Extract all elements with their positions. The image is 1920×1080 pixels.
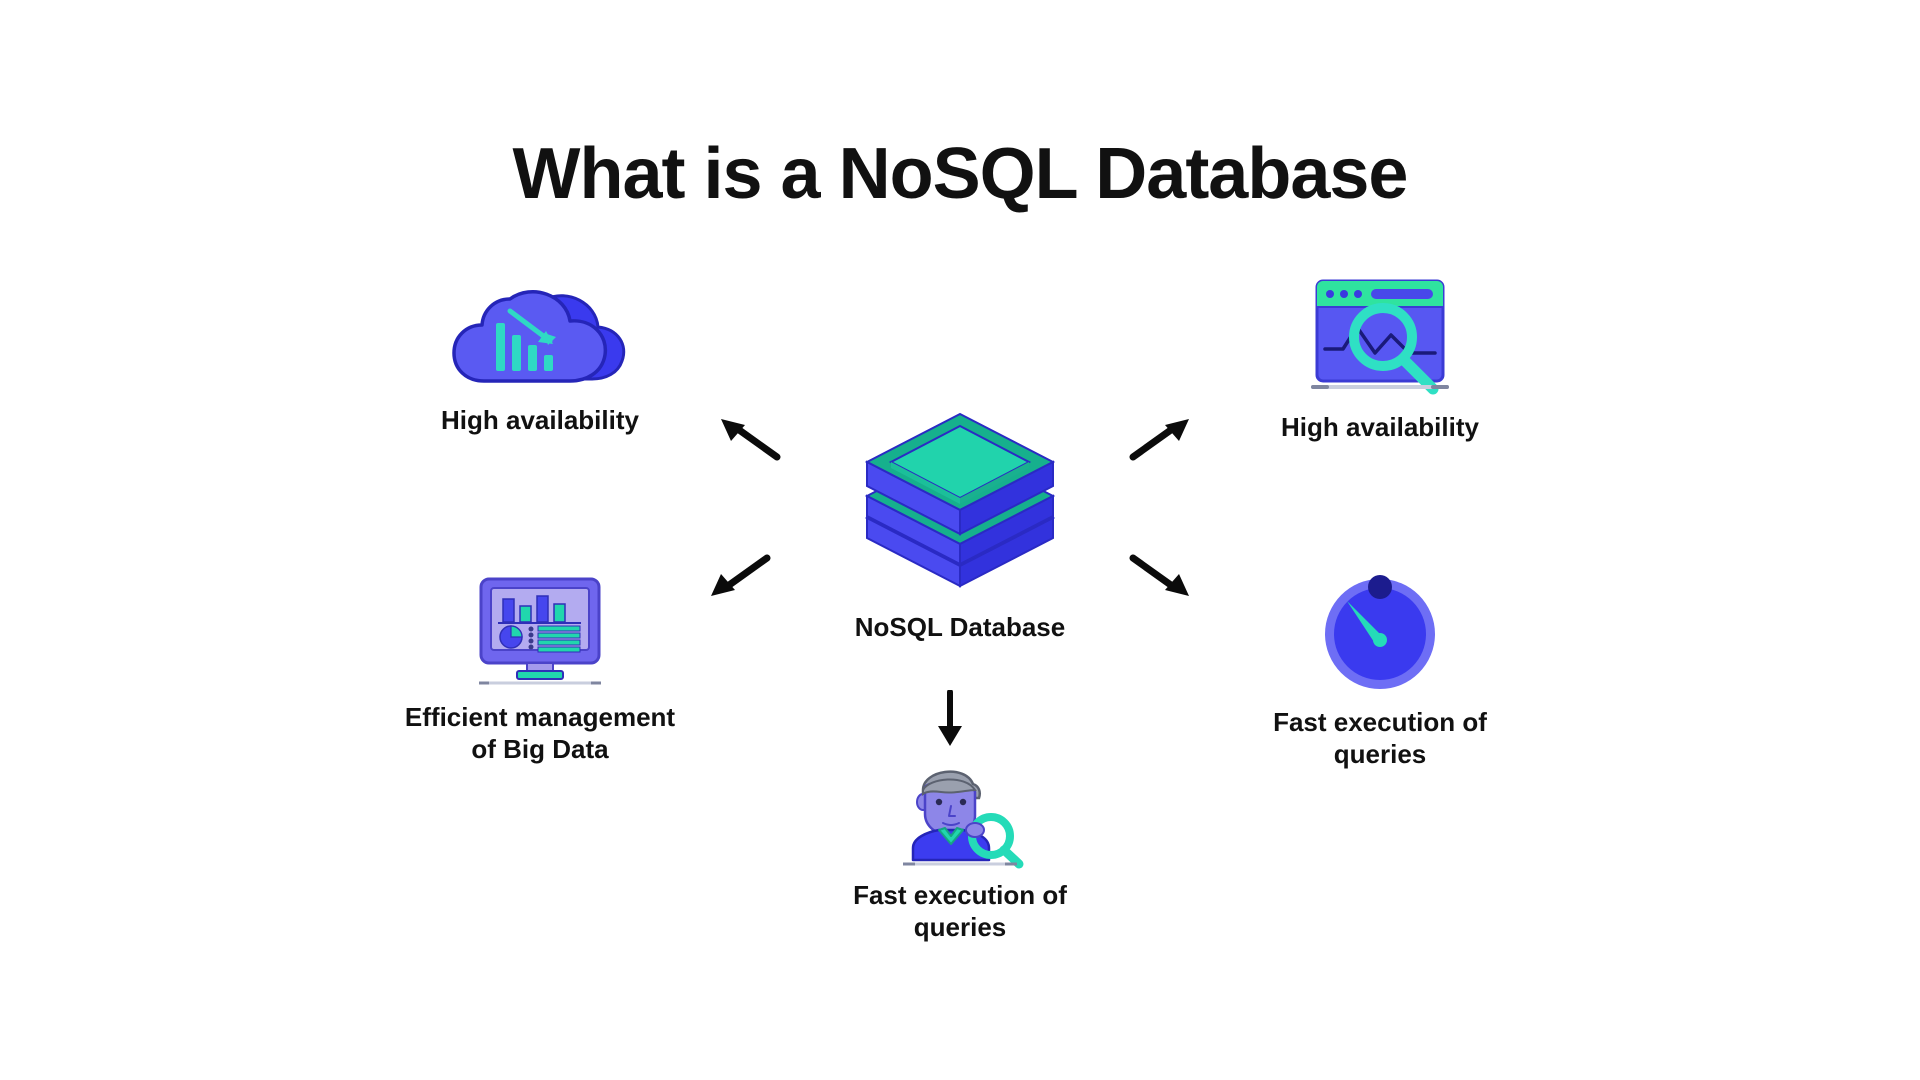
arrow-up-right-icon (1125, 415, 1195, 470)
page-title: What is a NoSQL Database (512, 134, 1409, 214)
arrow-down-right-icon (1125, 550, 1195, 605)
speedometer-gauge-icon (1180, 575, 1580, 693)
node-label-browser: High availability (1281, 412, 1479, 442)
browser-search-analytics-icon (1180, 275, 1580, 400)
arrow-down-icon (930, 689, 970, 755)
node-fast-execution-gauge: Fast execution of queries (1180, 575, 1580, 770)
arrow-up-left-icon (715, 415, 785, 470)
database-stack-icon (760, 400, 1160, 590)
monitor-dashboard-icon (340, 575, 740, 690)
node-label-center: NoSQL Database (854, 612, 1066, 642)
node-label-cloud: High availability (441, 405, 639, 435)
arrow-down-left-icon (705, 550, 775, 605)
node-efficient-management-big-data: Efficient management of Big Data (340, 575, 740, 765)
node-high-availability-browser: High availability (1180, 275, 1580, 444)
node-nosql-database: NoSQL Database (760, 400, 1160, 644)
node-label-gauge: Fast execution of queries (1273, 707, 1487, 769)
cloud-analytics-icon (340, 275, 740, 395)
node-label-person: Fast execution of queries (853, 880, 1067, 942)
node-label-monitor: Efficient management of Big Data (404, 702, 676, 764)
person-magnifier-icon (760, 760, 1160, 870)
node-fast-execution-person: Fast execution of queries (760, 760, 1160, 943)
node-high-availability-cloud: High availability (340, 275, 740, 437)
